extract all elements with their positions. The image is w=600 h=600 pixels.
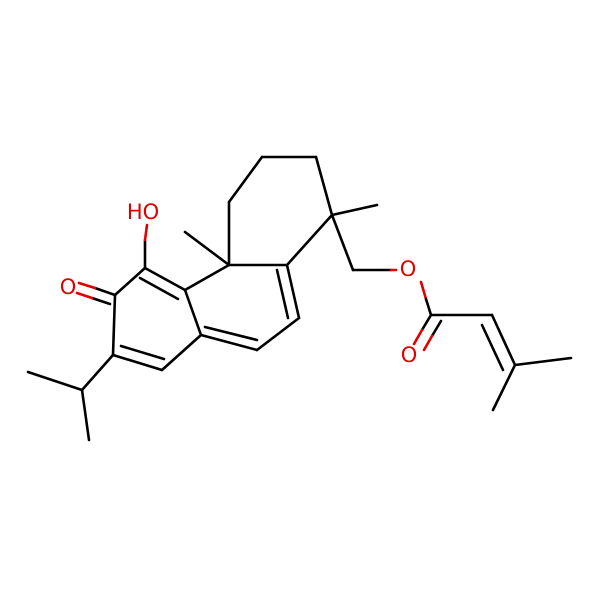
- bond: [199, 333, 259, 352]
- bond-o-carbonyl: [412, 328, 424, 346]
- bond: [160, 333, 203, 372]
- bond-o-ester: [419, 280, 428, 301]
- bond: [275, 268, 290, 320]
- carbon-bonds: [26, 155, 573, 442]
- bond-o-hydroxyl: [143, 223, 149, 242]
- bond: [119, 344, 166, 361]
- bond-o-ester: [424, 297, 433, 317]
- bond: [138, 276, 180, 301]
- hydroxyl-label: HO: [127, 200, 159, 224]
- ketone-oxygen-label: O: [60, 275, 77, 299]
- oxygen-bonds: [75, 223, 443, 352]
- bond-o-carbonyl: [422, 334, 434, 352]
- bond-o-ketone: [77, 281, 97, 290]
- bond: [26, 370, 84, 392]
- bond: [111, 353, 164, 372]
- bond: [513, 356, 573, 367]
- carbonyl-oxygen-label: O: [401, 343, 418, 367]
- bond-o-ketone: [90, 296, 112, 306]
- bond: [80, 388, 91, 442]
- bond: [330, 203, 379, 217]
- bond: [80, 353, 115, 392]
- bond: [203, 325, 259, 342]
- bond: [330, 213, 355, 272]
- bond-o-ketone: [75, 291, 94, 300]
- bond: [113, 266, 147, 297]
- bond: [480, 323, 505, 372]
- bond-o-carbonyl: [430, 319, 443, 338]
- bond: [227, 155, 264, 204]
- bond: [314, 155, 334, 217]
- ester-oxygen-label: O: [400, 257, 417, 281]
- bond: [183, 230, 231, 267]
- bond: [285, 213, 334, 267]
- bond: [491, 363, 517, 412]
- bond-o-ketone: [93, 286, 117, 297]
- bond: [143, 266, 187, 292]
- bond: [490, 313, 517, 367]
- bond-o-carbonyl: [420, 313, 433, 332]
- bond: [111, 293, 117, 357]
- bond: [183, 263, 231, 292]
- bond: [285, 263, 301, 320]
- bond: [255, 316, 301, 352]
- atom-labels: HO O O O: [60, 200, 418, 367]
- bond: [183, 288, 203, 337]
